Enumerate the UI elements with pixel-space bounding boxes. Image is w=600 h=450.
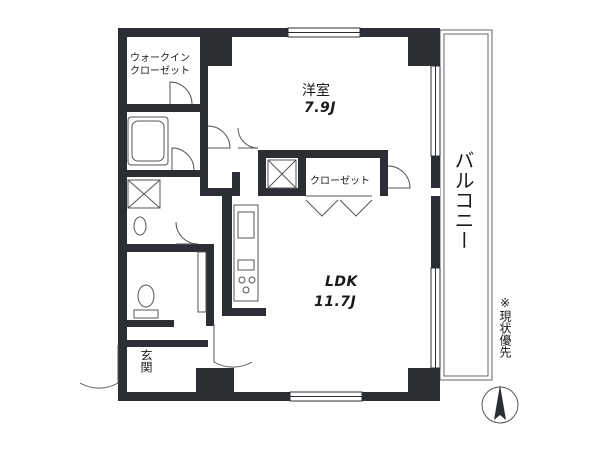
doors [79,81,411,389]
north-arrow-icon [481,385,519,424]
walkin-closet-label: ウォークイン クローゼット [130,53,190,77]
ldk-name: LDK [325,274,358,290]
entrance-label: 玄関 [139,349,153,373]
interior-walls [118,66,388,347]
balcony-label: バルコニー [451,150,475,250]
ldk-size: 11.7J [314,294,357,310]
current-condition-note: ※現状優先 [498,296,512,358]
western-room-size: 7.9J [304,100,337,116]
closet-label: クローゼット [310,176,370,187]
windows [287,27,441,402]
outer-walls [118,28,440,401]
fixtures [127,116,297,319]
western-room-name: 洋室 [302,83,330,99]
